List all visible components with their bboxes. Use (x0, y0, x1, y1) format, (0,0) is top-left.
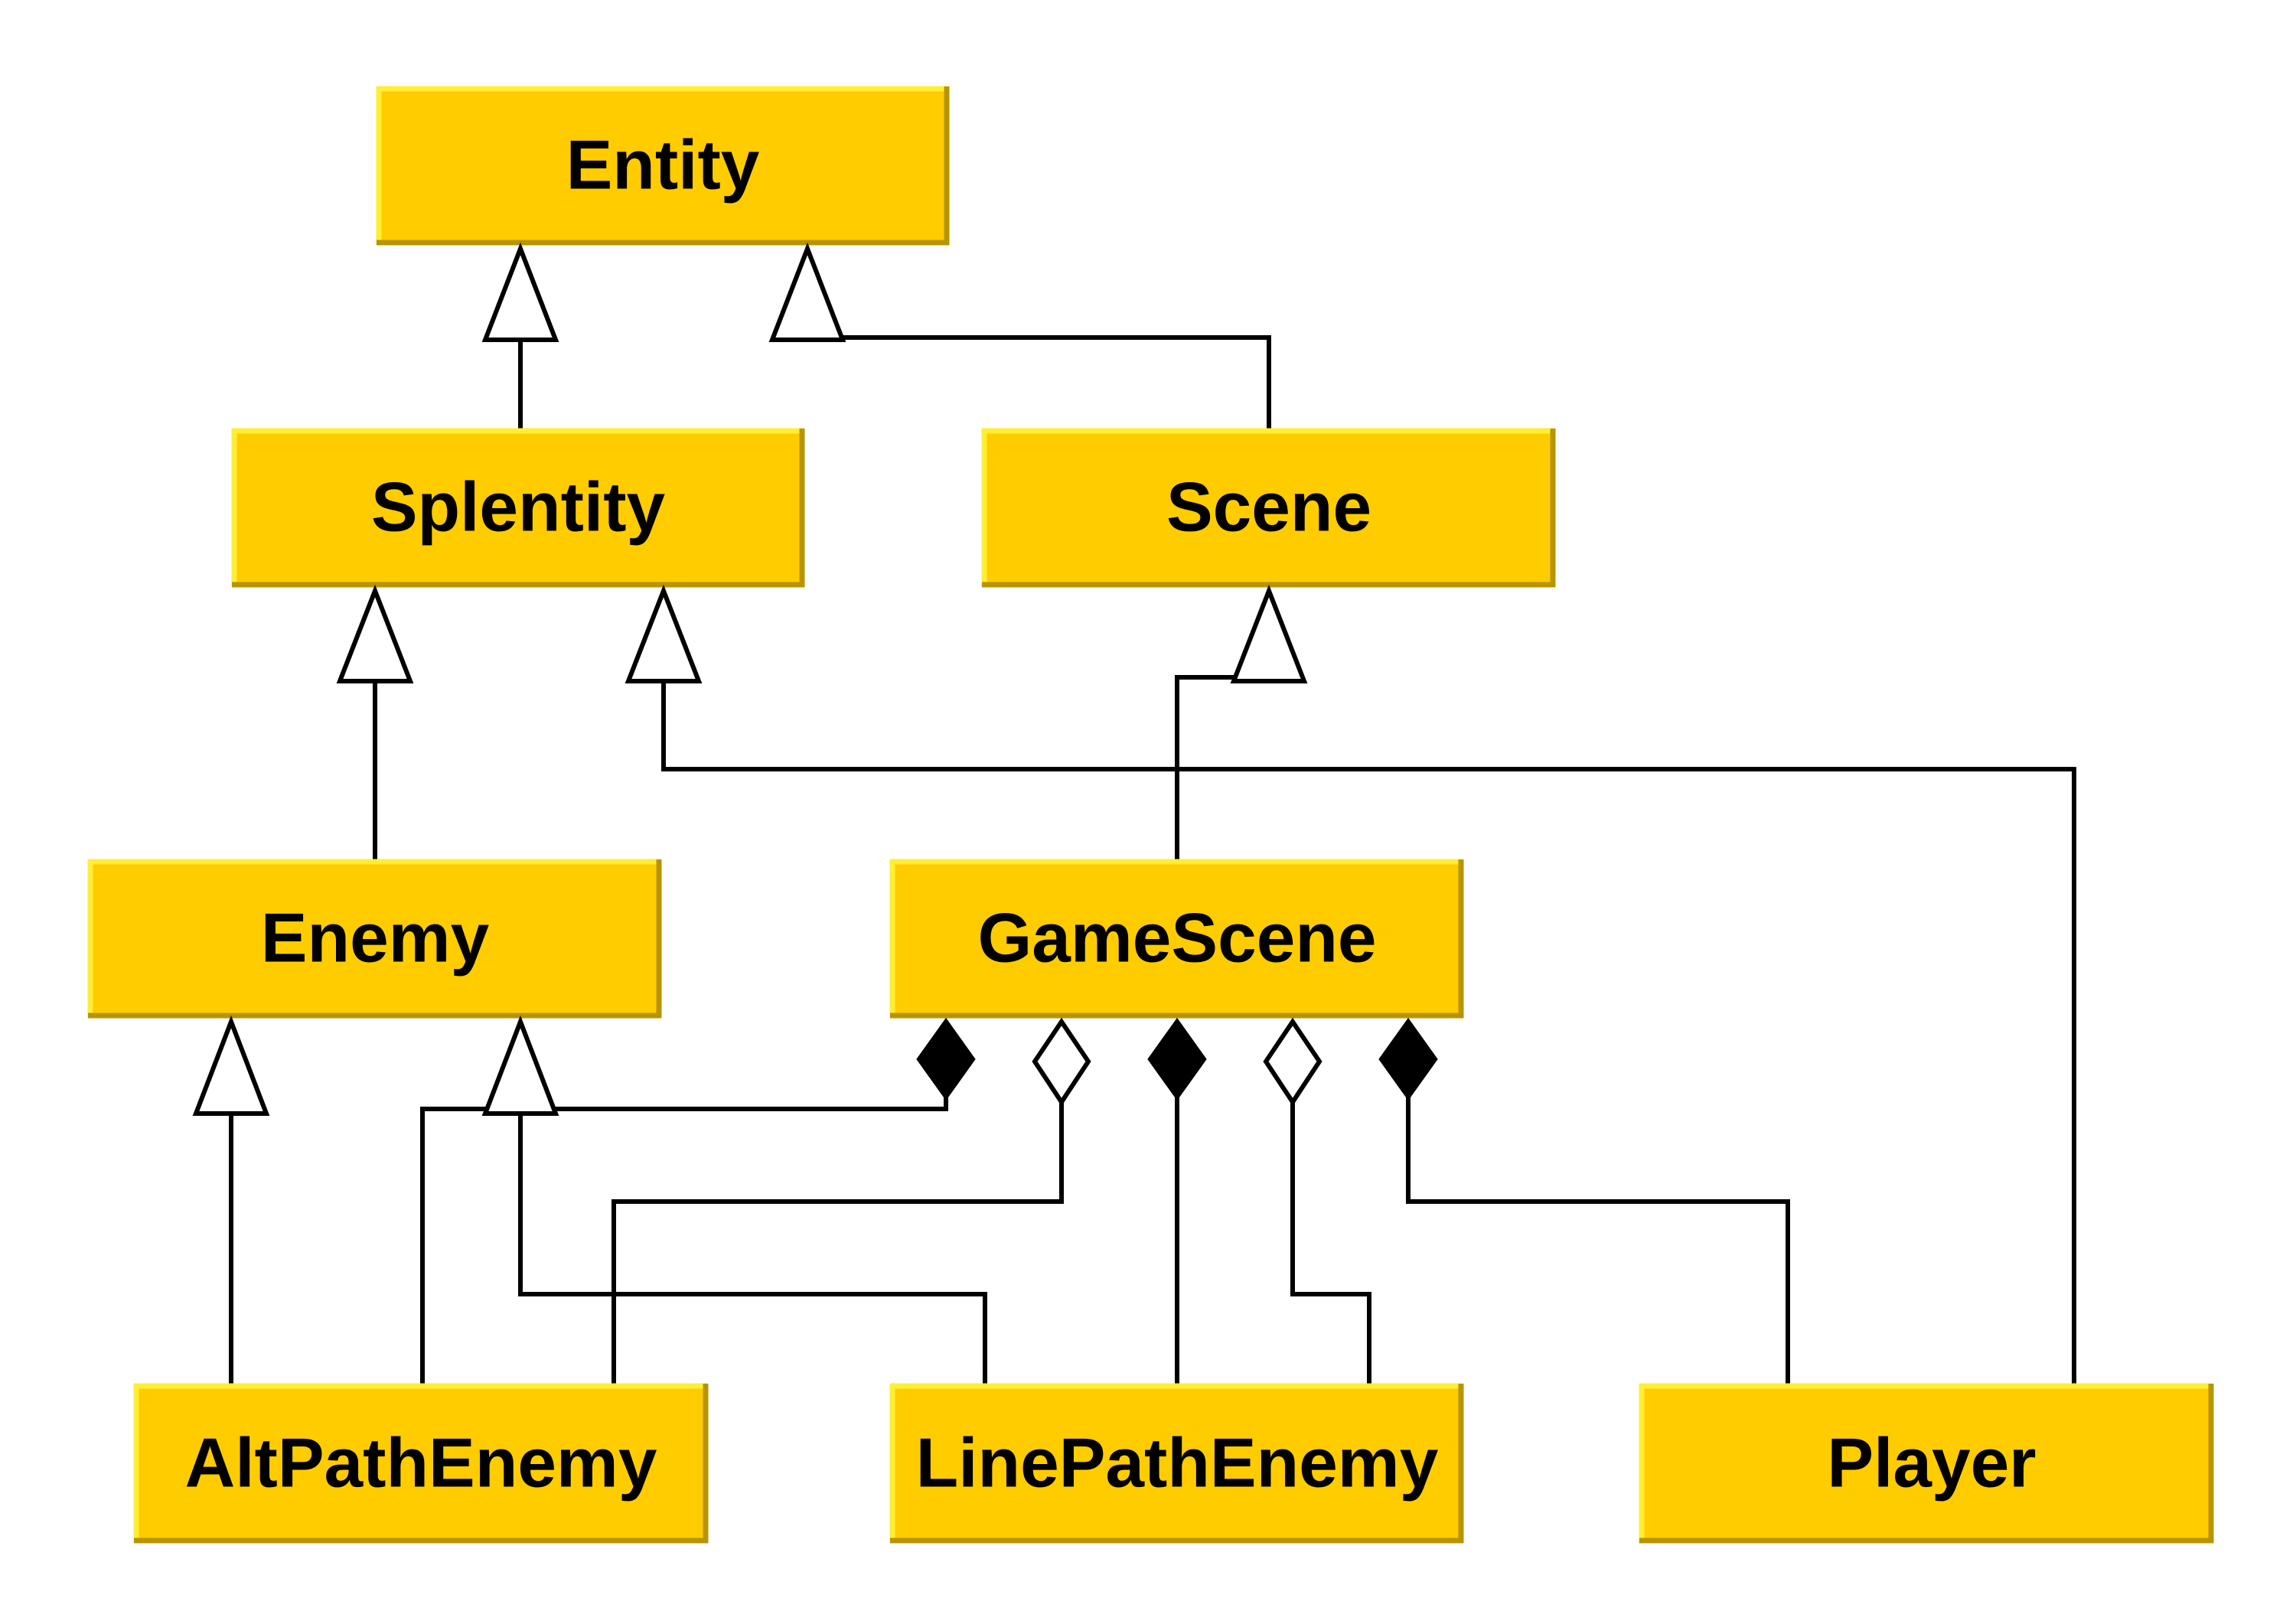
class-entity[interactable]: Entity (376, 86, 950, 246)
edge-player-splentity (661, 681, 2076, 1384)
class-splentity[interactable]: Splentity (231, 428, 805, 588)
class-gamescene-label: GameScene (977, 900, 1376, 977)
edge-player-gamescene-composition (1406, 1097, 1790, 1384)
class-altpathenemy[interactable]: AltPathEnemy (133, 1383, 709, 1544)
generalization-arrowhead-entity-right (768, 242, 846, 342)
edge-linepathenemy-enemy (518, 1114, 987, 1384)
class-scene-body (982, 429, 1555, 587)
composition-diamond-2 (1147, 1017, 1207, 1101)
edge-scene-entity (842, 335, 1271, 429)
aggregation-diamond-2 (1263, 1017, 1322, 1107)
class-linepathenemy[interactable]: LinePathEnemy (889, 1383, 1464, 1544)
generalization-arrowhead-enemy-right (481, 1015, 559, 1116)
generalization-arrowhead-entity-left (481, 242, 559, 342)
edge-linepathenemy-gamescene-aggregation (1290, 1102, 1371, 1384)
class-altpathenemy-body (134, 1384, 708, 1543)
class-linepathenemy-body (890, 1384, 1463, 1543)
class-gamescene-body (890, 859, 1463, 1018)
generalization-arrowhead-splentity-right (625, 584, 703, 683)
arrow-heads (192, 242, 1438, 1116)
generalization-arrowhead-scene (1230, 584, 1308, 683)
class-player[interactable]: Player (1639, 1383, 2214, 1544)
generalization-arrowhead-enemy-left (192, 1015, 270, 1116)
class-boxes: Entity Splentity Scene Enemy (87, 86, 2214, 1544)
generalization-arrowhead-splentity-left (336, 584, 414, 683)
class-player-body (1639, 1384, 2213, 1543)
edge-altpathenemy-gamescene-composition (420, 1097, 948, 1384)
aggregation-diamond-1 (1032, 1017, 1091, 1107)
class-scene-label: Scene (1166, 469, 1371, 546)
class-splentity-label: Splentity (371, 469, 666, 546)
class-scene[interactable]: Scene (981, 428, 1556, 588)
class-enemy-body (88, 859, 661, 1018)
class-enemy-label: Enemy (261, 900, 490, 977)
class-entity-label: Entity (566, 127, 760, 204)
class-entity-body (377, 86, 949, 245)
class-linepathenemy-label: LinePathEnemy (916, 1425, 1439, 1502)
class-altpathenemy-label: AltPathEnemy (185, 1425, 657, 1502)
class-gamescene[interactable]: GameScene (889, 859, 1464, 1019)
class-player-label: Player (1827, 1425, 2036, 1502)
class-enemy[interactable]: Enemy (87, 859, 662, 1019)
connectors (229, 335, 2076, 1384)
edge-gamescene-scene (1175, 675, 1234, 859)
composition-diamond-1 (916, 1017, 976, 1101)
composition-diamond-3 (1378, 1017, 1438, 1101)
edge-altpathenemy-gamescene-aggregation (612, 1102, 1064, 1384)
class-splentity-body (232, 429, 804, 587)
